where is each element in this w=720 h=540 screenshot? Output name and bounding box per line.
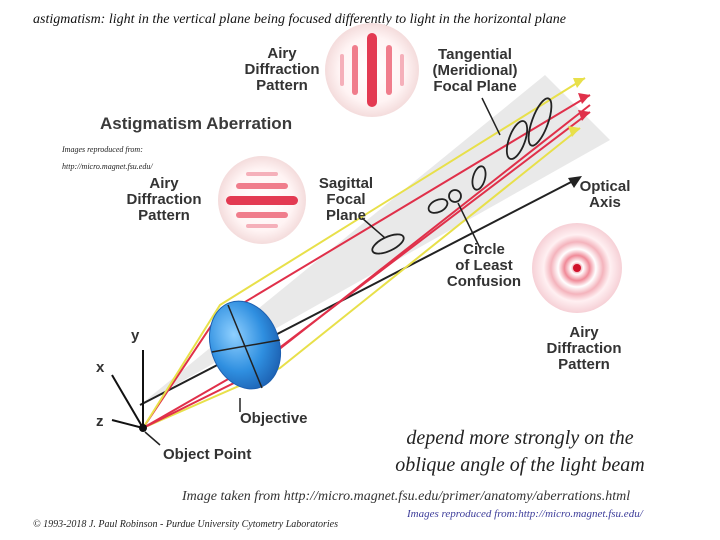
axis-label-x: x [96,359,105,376]
airy-pattern-left [218,156,306,244]
axis-label-z: z [96,413,104,430]
optical-axis-arrowhead [568,176,582,188]
coordinate-axes [111,350,144,429]
label-tangential-focal-plane: Tangential(Meridional)Focal Plane [432,46,518,95]
label-object-point: Object Point [163,446,252,463]
ray-arrowhead [578,93,590,104]
focal-plane-sections [371,97,553,255]
diagram-credit-line-2: http://micro.magnet.fsu.edu/ [62,162,153,171]
object-point-dot [139,424,147,432]
source-line: Image taken from http://micro.magnet.fsu… [182,489,631,504]
diagram-credit-line-1: Images reproduced from: [62,145,143,154]
lens-axis-line [211,339,281,353]
ray-arrowhead [568,126,580,137]
leader-lines [144,97,501,446]
ray-arrowhead [578,110,590,121]
airy-pattern-right [532,223,622,313]
optical-axis-line [139,179,576,406]
airy-pattern-top [325,23,419,117]
copyright-line: © 1993-2018 J. Paul Robinson - Purdue Un… [33,519,338,530]
ray-arrowhead [573,78,585,88]
slide-title: astigmatism: light in the vertical plane… [33,12,566,27]
axis-label-y: y [131,327,140,344]
caption: depend more strongly on the oblique angl… [395,427,645,476]
diagram-heading: Astigmatism Aberration [100,114,293,133]
label-objective: Objective [240,410,308,427]
credit-bottom: Images reproduced from:http://micro.magn… [407,508,643,520]
